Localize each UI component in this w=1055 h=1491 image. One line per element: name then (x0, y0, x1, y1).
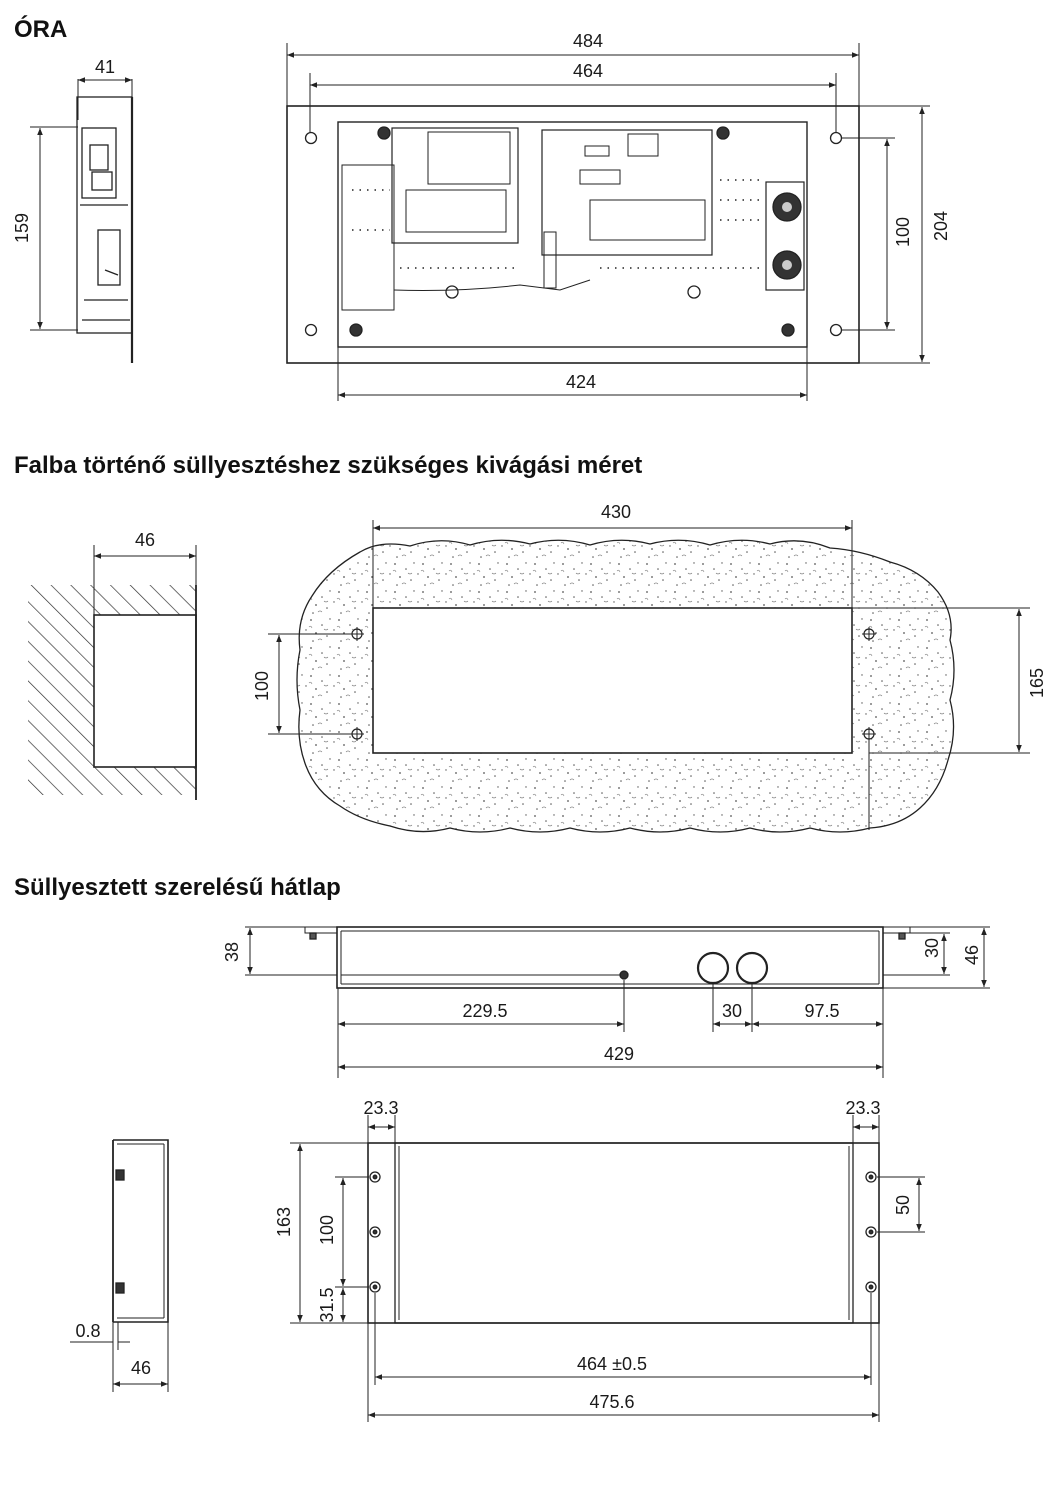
dim-ora-side-depth: 41 (95, 57, 115, 77)
dim-backplate-side-sheet: 0.8 (75, 1321, 100, 1341)
dim-cutout-depth: 46 (135, 530, 155, 550)
dim-ora-outer-height: 204 (931, 211, 951, 241)
dim-backplate-total-height: 46 (962, 945, 982, 965)
dim-cutout-hole-spacing: 100 (252, 671, 272, 701)
cutout-plaster-area (268, 520, 1030, 833)
dim-ora-bottom-width: 424 (566, 372, 596, 392)
dim-ora-side-height: 159 (12, 213, 32, 243)
dim-ora-inner-width: 464 (573, 61, 603, 81)
dim-backplate-hole-spacing-right: 50 (893, 1195, 913, 1215)
heading-ora: ÓRA (14, 16, 68, 43)
dim-backplate-knockout-gap: 30 (722, 1001, 742, 1021)
dim-backplate-top-height: 38 (222, 942, 242, 962)
dim-backplate-to-hole: 229.5 (462, 1001, 507, 1021)
dim-ora-hole-spacing: 100 (893, 217, 913, 247)
backplate-top-view (245, 926, 990, 1078)
backplate-side-view (70, 1139, 169, 1392)
dim-backplate-hole-bottom: 31.5 (317, 1287, 337, 1322)
heading-backplate: Süllyesztett szerelésű hátlap (14, 874, 341, 901)
dim-backplate-flange-height: 30 (922, 938, 942, 958)
dim-backplate-width-tolerance: 464 ±0.5 (577, 1354, 647, 1374)
dim-backplate-knockout-offset: 97.5 (804, 1001, 839, 1021)
dim-backplate-flange-left: 23.3 (363, 1098, 398, 1118)
cutout-wall-section (28, 545, 197, 800)
ora-side-view (30, 79, 134, 363)
dim-backplate-top-length: 429 (604, 1044, 634, 1064)
heading-cutout: Falba történő süllyesztéshez szükséges k… (14, 452, 643, 479)
dim-cutout-width: 430 (601, 502, 631, 522)
backplate-front-view (290, 1115, 925, 1422)
dim-ora-outer-width: 484 (573, 31, 603, 51)
dim-backplate-side-depth: 46 (131, 1358, 151, 1378)
dim-cutout-height: 165 (1027, 668, 1047, 698)
dim-backplate-overall-width: 475.6 (589, 1392, 634, 1412)
ora-front-view (286, 43, 930, 401)
dim-backplate-front-height: 163 (274, 1207, 294, 1237)
dim-backplate-flange-right: 23.3 (845, 1098, 880, 1118)
dim-backplate-hole-spacing: 100 (317, 1215, 337, 1245)
